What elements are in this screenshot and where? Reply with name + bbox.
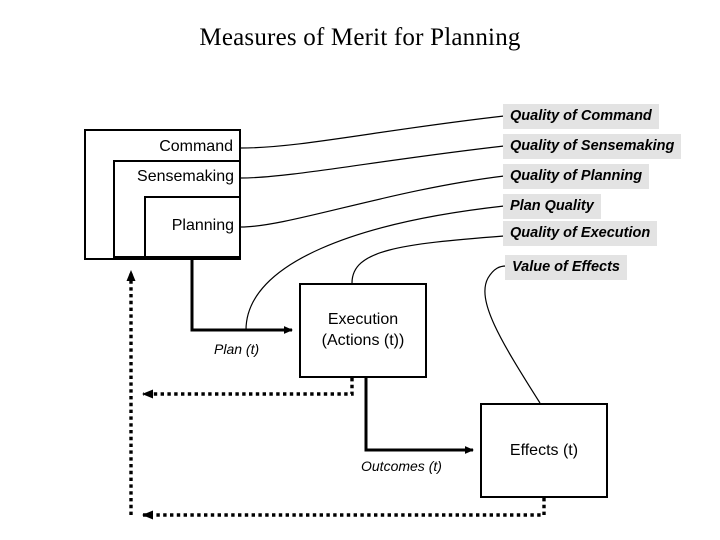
edge-label-outcomes-t: Outcomes (t) (361, 458, 442, 474)
feedback-effects-to-command (142, 498, 546, 520)
node-label-execution-line1: Execution (327, 311, 399, 328)
node-box-execution[interactable] (299, 283, 427, 378)
leader-quality-of-sensemaking (240, 145, 505, 179)
node-label-command: Command (159, 138, 233, 155)
leader-quality-of-execution (351, 235, 505, 284)
merit-label-plan-quality[interactable]: Plan Quality (503, 194, 601, 219)
feedback-execution-to-command (142, 378, 354, 399)
leader-quality-of-planning (240, 175, 505, 228)
page-title: Measures of Merit for Planning (199, 24, 521, 51)
node-label-effects: Effects (t) (509, 442, 579, 459)
merit-label-quality-of-command[interactable]: Quality of Command (503, 104, 659, 129)
node-label-planning: Planning (171, 217, 234, 234)
leader-plan-quality (245, 205, 505, 331)
merit-label-value-of-effects[interactable]: Value of Effects (505, 255, 627, 280)
leader-value-of-effects (484, 265, 541, 404)
merit-label-quality-of-planning[interactable]: Quality of Planning (503, 164, 650, 189)
node-box-planning[interactable] (144, 196, 241, 258)
connector-outcomes-t (364, 378, 474, 454)
node-box-effects[interactable] (480, 403, 608, 498)
edge-label-plan-t: Plan (t) (214, 341, 260, 357)
leader-quality-of-command (240, 115, 505, 149)
node-label-execution-line2: (Actions (t)) (321, 332, 405, 349)
merit-label-quality-of-sensemaking[interactable]: Quality of Sensemaking (503, 134, 682, 159)
node-label-sensemaking: Sensemaking (137, 168, 234, 185)
connector-plan-t (190, 258, 293, 334)
merit-label-quality-of-execution[interactable]: Quality of Execution (503, 221, 658, 246)
